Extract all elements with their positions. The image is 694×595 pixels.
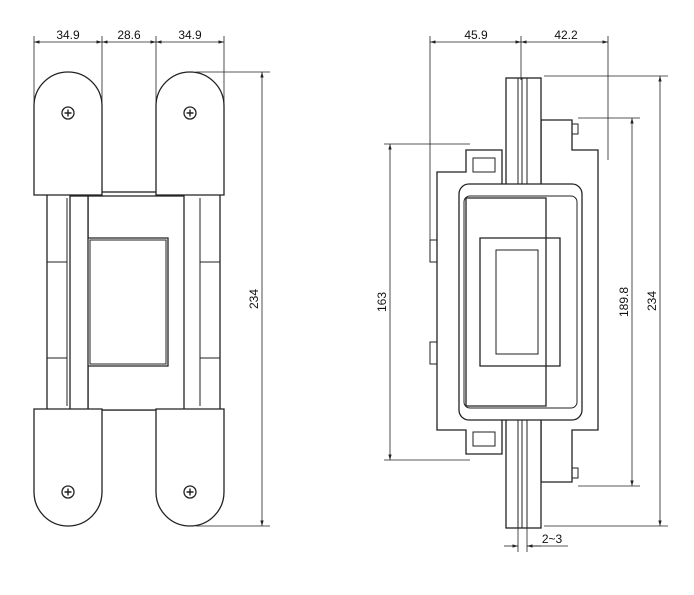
screw-icon <box>61 485 75 499</box>
front-dimensions: 34.9 28.6 34.9 234 <box>33 28 270 527</box>
side-dimensions: 45.9 42.2 163 189.8 234 2~3 <box>375 28 668 552</box>
dim-side-outer-height: 234 <box>645 291 659 311</box>
dim-side-gap: 2~3 <box>542 532 563 546</box>
front-cap-bottom-left <box>33 408 103 527</box>
dim-front-top-middle: 28.6 <box>117 28 141 42</box>
dim-front-height: 234 <box>247 289 261 309</box>
screw-icon <box>183 485 197 499</box>
side-view <box>429 77 599 529</box>
front-cap-top-right <box>155 71 225 196</box>
screw-icon <box>183 106 197 120</box>
front-view <box>33 71 225 527</box>
dim-side-left-height: 163 <box>375 292 389 312</box>
front-cap-top-left <box>33 71 103 196</box>
dim-side-top-left: 45.9 <box>464 28 488 42</box>
dim-front-top-left: 34.9 <box>56 28 80 42</box>
dim-front-top-right: 34.9 <box>178 28 202 42</box>
dim-side-top-right: 42.2 <box>554 28 578 42</box>
dim-side-inner-height: 189.8 <box>617 287 631 317</box>
front-cap-bottom-right <box>155 408 225 527</box>
screw-icon <box>61 106 75 120</box>
